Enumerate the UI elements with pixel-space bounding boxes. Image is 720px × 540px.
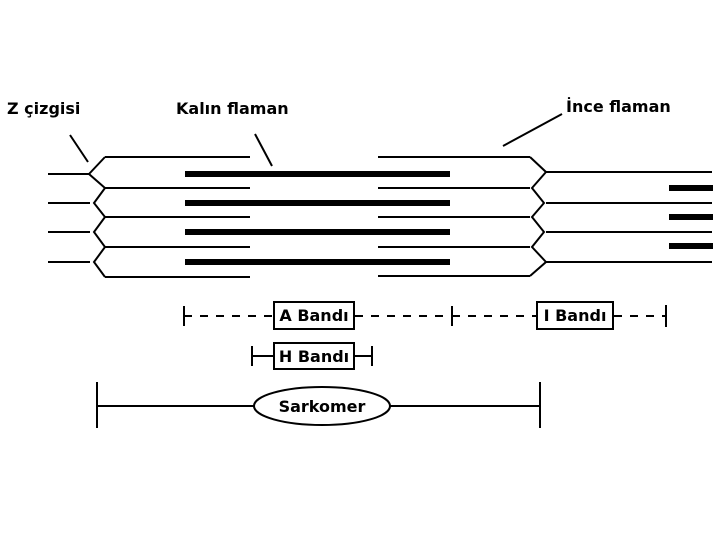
i-band-box — [536, 301, 614, 330]
h-band-label: H Bandı — [279, 347, 349, 366]
a-band-label: A Bandı — [279, 306, 348, 325]
thick-filaments — [185, 171, 713, 265]
thick-filament-label: Kalın flaman — [176, 99, 289, 118]
thin-filament-label: İnce flaman — [566, 97, 671, 116]
h-band-bracket — [251, 346, 373, 366]
a-band-box — [273, 301, 355, 330]
z-line-right — [529, 156, 548, 277]
sarcomere-label: Sarkomer — [279, 397, 366, 416]
thin-filaments — [48, 156, 712, 278]
sarcomere-ellipse — [253, 386, 391, 426]
thick-filament-next — [669, 185, 713, 191]
h-band-box — [273, 342, 355, 370]
thick-filament — [185, 171, 450, 177]
thick-filament-next — [669, 243, 713, 249]
thick-filament-pointer — [254, 133, 273, 167]
i-band-bracket — [452, 305, 667, 327]
thick-filament — [185, 259, 450, 265]
thick-filament — [185, 229, 450, 235]
z-line-left — [87, 156, 107, 278]
thick-filament — [185, 200, 450, 206]
thick-filament-next — [669, 214, 713, 220]
z-line-pointer — [69, 134, 89, 163]
i-band-label: I Bandı — [544, 306, 607, 325]
z-line-label: Z çizgisi — [7, 99, 80, 118]
z-line-right-zigzag — [529, 156, 548, 277]
sarcomere-bracket — [96, 382, 541, 428]
z-line-left-zigzag — [87, 156, 107, 278]
thin-filament-pointer — [502, 113, 563, 147]
